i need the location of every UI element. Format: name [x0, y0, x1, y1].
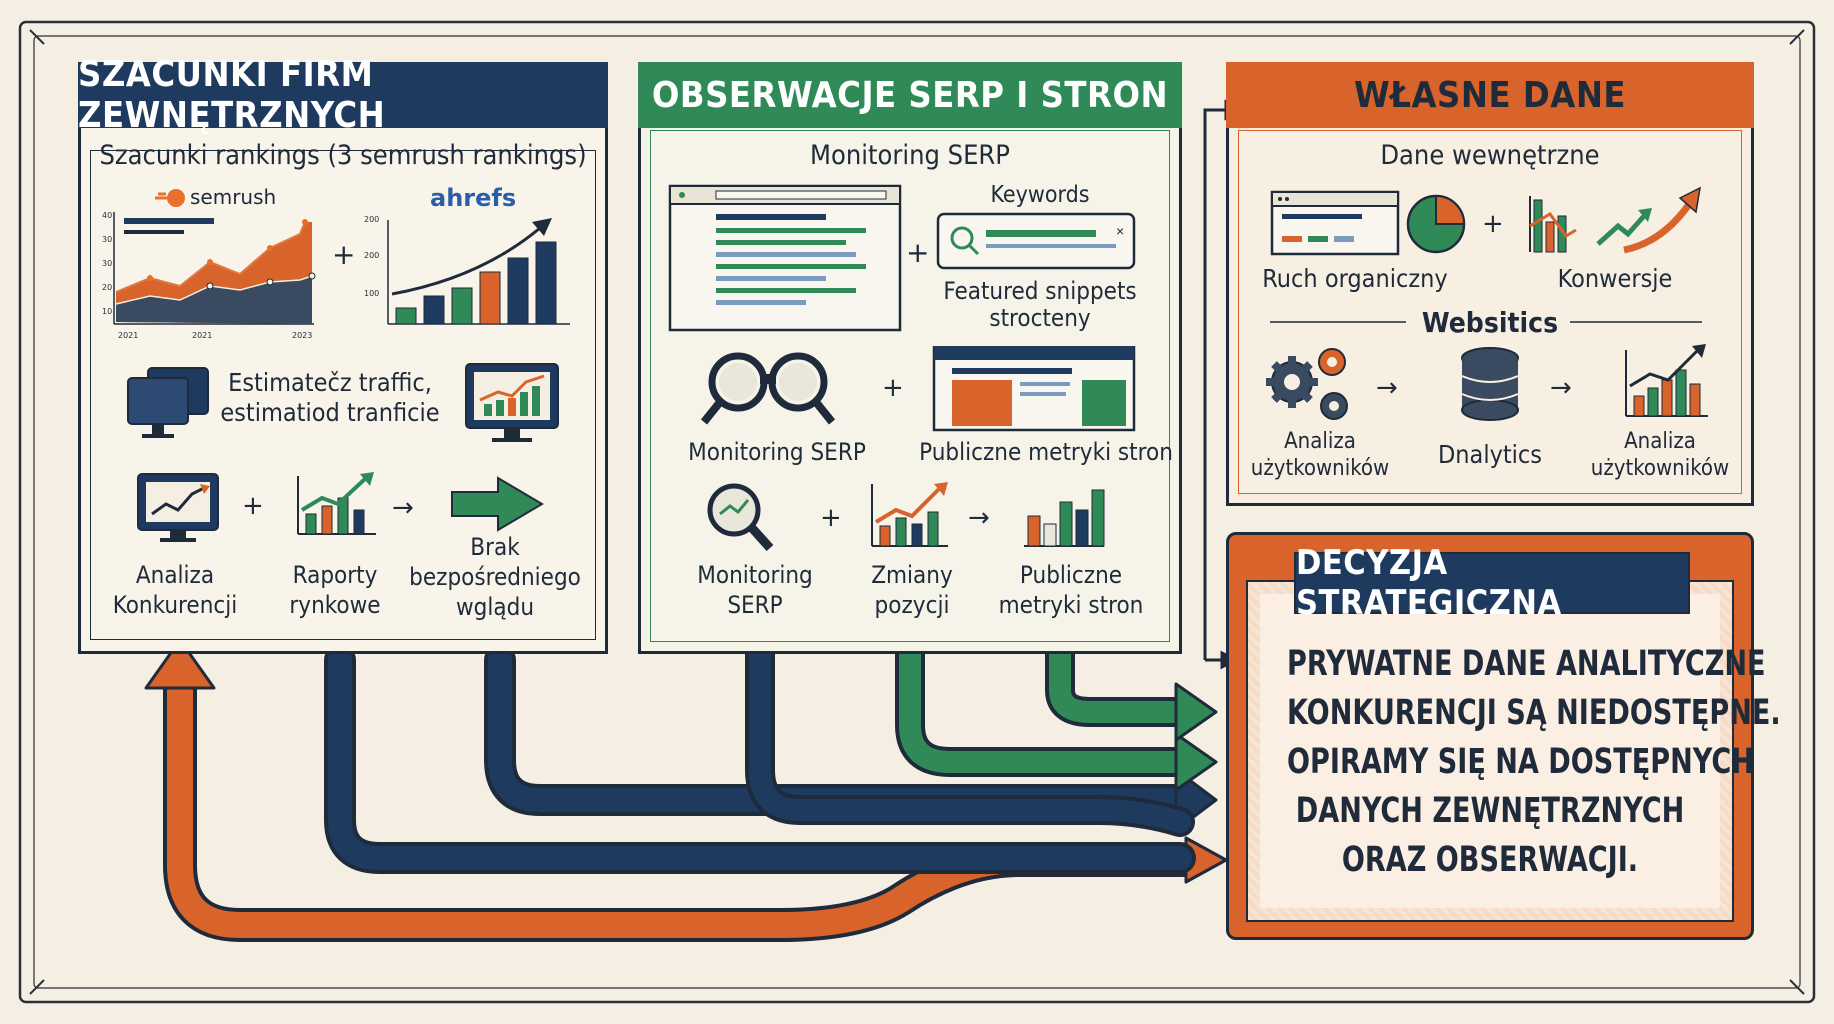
panel1-inner	[90, 150, 596, 640]
item-analiza-konkurencji: Analiza Konkurencji	[112, 561, 238, 619]
row3-publiczne-metryki: Publiczne metryki stron	[998, 561, 1144, 619]
panel3-inner	[1238, 130, 1742, 494]
arrow-navy-2	[745, 635, 1195, 837]
arrow-sign: →	[1376, 373, 1398, 403]
dnalytics: Dnalytics	[1437, 440, 1543, 469]
panel1-subtitle: Szacunki rankings (3 semrush rankings)	[99, 140, 587, 171]
green-arrow-icon	[451, 476, 544, 532]
plus-sign: +	[242, 491, 264, 521]
analiza-uzytkownikow-1: Analiza użytkowników	[1250, 429, 1390, 481]
tick-l-0: 40	[102, 211, 112, 220]
panel2-subtitle: Monitoring SERP	[810, 140, 1010, 171]
traffic-text: Estimatečz traffic, estimatiod tranficie	[220, 368, 440, 427]
konwersje: Konwersje	[1557, 264, 1673, 293]
year-1: 2021	[192, 331, 212, 340]
serp-row1: + ×	[668, 184, 1136, 332]
panel4-body: PRYWATNE DANE ANALITYCZNE KONKURENCJI SĄ…	[1287, 644, 1781, 880]
keywords-label: Keywords	[990, 182, 1090, 208]
year-2: 2023	[292, 331, 312, 340]
monitors-icon	[127, 367, 209, 438]
own-row2: → →	[1266, 344, 1708, 421]
organic-traffic-browser-icon	[1270, 190, 1400, 256]
year-0: 2021	[118, 331, 138, 340]
serp-row2: +	[700, 346, 1136, 432]
svg-text:×: ×	[1116, 223, 1124, 239]
panel2-title: OBSERWACJE SERP I STRON	[638, 62, 1182, 128]
monitor-chart-icon	[465, 363, 559, 442]
position-change-chart-icon	[871, 482, 948, 547]
plus-sign: +	[882, 373, 904, 403]
gears-icon	[1266, 348, 1348, 420]
binoculars-icon	[700, 352, 836, 425]
market-report-icon	[297, 472, 376, 535]
page-metrics-browser-icon	[932, 346, 1136, 432]
database-icon	[1461, 347, 1519, 421]
item-brak-wgladu: Brak bezpośredniego wglądu	[409, 533, 581, 621]
semrush-label: semrush	[190, 185, 276, 209]
panel1-title: SZACUNKI FIRM ZEWNĘTRZNYCH	[78, 54, 608, 136]
own-row1: +	[1270, 186, 1701, 256]
plus-sign: +	[820, 503, 842, 533]
panel-external-estimates	[78, 62, 608, 654]
tick-r-1: 200	[364, 251, 379, 260]
item-raporty-rynkowe: Raporty rynkowe	[289, 561, 381, 619]
ruch-organiczny: Ruch organiczny	[1262, 264, 1448, 293]
arrow-green	[895, 635, 1218, 792]
keyword-search-icon: ×	[936, 212, 1136, 270]
ahrefs-chart: ahrefs 200 200 100	[364, 184, 570, 325]
tick-l-2: 30	[102, 259, 112, 268]
panel4-title: DECYZJA STRATEGICZNA	[1294, 543, 1690, 623]
user-analysis-chart-icon	[1625, 344, 1708, 417]
serp-browser-icon	[668, 184, 902, 332]
panel1-icons-row: + →	[137, 472, 544, 542]
tick-r-0: 200	[364, 215, 379, 224]
websitics-divider	[1270, 321, 1702, 323]
tick-l-3: 20	[102, 283, 112, 292]
public-metrics-bars-icon	[1024, 489, 1105, 547]
arrow-sign: →	[392, 493, 414, 523]
arrow-sign: →	[968, 503, 990, 533]
row3-zmiany-pozycji: Zmiany pozycji	[871, 561, 953, 619]
panel4-body-bg	[1260, 594, 1720, 908]
arrow-navy-1	[324, 644, 1218, 874]
panel3-title: WŁASNE DANE	[1226, 62, 1754, 128]
analiza-uzytkownikow-2: Analiza użytkowników	[1590, 429, 1730, 481]
pie-chart-icon	[1406, 194, 1466, 254]
semrush-chart: semrush 40 30 30 20 10 2021 2021 2023	[102, 185, 316, 340]
semrush-logo-icon	[167, 189, 185, 207]
ahrefs-label: ahrefs	[430, 184, 516, 212]
plus-sign: +	[1482, 209, 1504, 239]
plus-sign: +	[332, 238, 355, 271]
tick-r-2: 100	[364, 289, 379, 298]
tick-l-4: 10	[102, 307, 112, 316]
conversions-chart-icon	[1529, 186, 1701, 254]
row2-publiczne-metryki: Publiczne metryki stron	[919, 438, 1173, 466]
serp-row3: + →	[707, 482, 1105, 552]
magnifier-icon	[707, 483, 774, 552]
row3-monitoring-serp: Monitoring SERP	[697, 561, 813, 619]
tick-l-1: 30	[102, 235, 112, 244]
panel1-charts: semrush 40 30 30 20 10 2021 2021 2023	[102, 184, 570, 340]
snippets-label: Featured snippets strocteny	[943, 277, 1137, 332]
panel3-subtitle: Dane wewnętrzne	[1380, 140, 1600, 171]
row2-monitoring-serp: Monitoring SERP	[688, 438, 866, 466]
arrow-sign: →	[1550, 373, 1572, 403]
analysis-monitor-icon	[137, 473, 219, 542]
plus-sign: +	[906, 236, 929, 269]
websitics-label: Websitics	[1421, 306, 1559, 339]
